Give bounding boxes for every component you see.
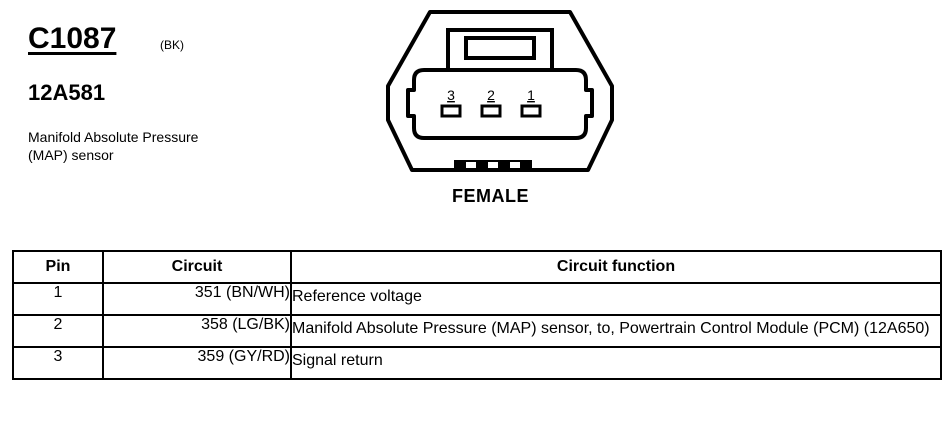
row-function: Manifold Absolute Pressure (MAP) sensor,… — [290, 314, 942, 348]
row-pin: 3 — [12, 346, 104, 380]
row-circuit: 358 (LG/BK) — [102, 314, 292, 348]
row-function: Signal return — [290, 346, 942, 380]
row-pin: 2 — [12, 314, 104, 348]
connector-diagram: 3 2 1 — [386, 10, 614, 172]
pin-label-3: 3 — [447, 87, 455, 103]
connector-id: C1087 — [28, 22, 117, 55]
pin-table: Pin Circuit Circuit function 1 351 (BN/W… — [12, 250, 942, 380]
header-circuit: Circuit — [102, 250, 292, 284]
pin-label-2: 2 — [487, 87, 495, 103]
table-header-row: Pin Circuit Circuit function — [12, 250, 942, 284]
table-row: 2 358 (LG/BK) Manifold Absolute Pressure… — [12, 314, 942, 348]
connector-housing-outline — [386, 10, 614, 172]
pin-cavity-body — [406, 68, 594, 140]
table-row: 1 351 (BN/WH) Reference voltage — [12, 282, 942, 316]
row-function: Reference voltage — [290, 282, 942, 316]
terminal-3 — [440, 104, 462, 118]
connector-description: Manifold Absolute Pressure (MAP) sensor — [28, 129, 199, 163]
bottom-key — [454, 160, 532, 172]
table-row: 3 359 (GY/RD) Signal return — [12, 346, 942, 380]
row-circuit: 359 (GY/RD) — [102, 346, 292, 380]
terminal-1 — [520, 104, 542, 118]
row-pin: 1 — [12, 282, 104, 316]
part-number: 12A581 — [28, 80, 106, 105]
color-code: (BK) — [160, 38, 184, 52]
pin-label-1: 1 — [527, 87, 535, 103]
locking-tab — [446, 28, 554, 70]
gender-label: FEMALE — [452, 186, 529, 206]
header-function: Circuit function — [290, 250, 942, 284]
terminal-2 — [480, 104, 502, 118]
locking-tab-slot — [464, 36, 536, 60]
row-circuit: 351 (BN/WH) — [102, 282, 292, 316]
header-pin: Pin — [12, 250, 104, 284]
